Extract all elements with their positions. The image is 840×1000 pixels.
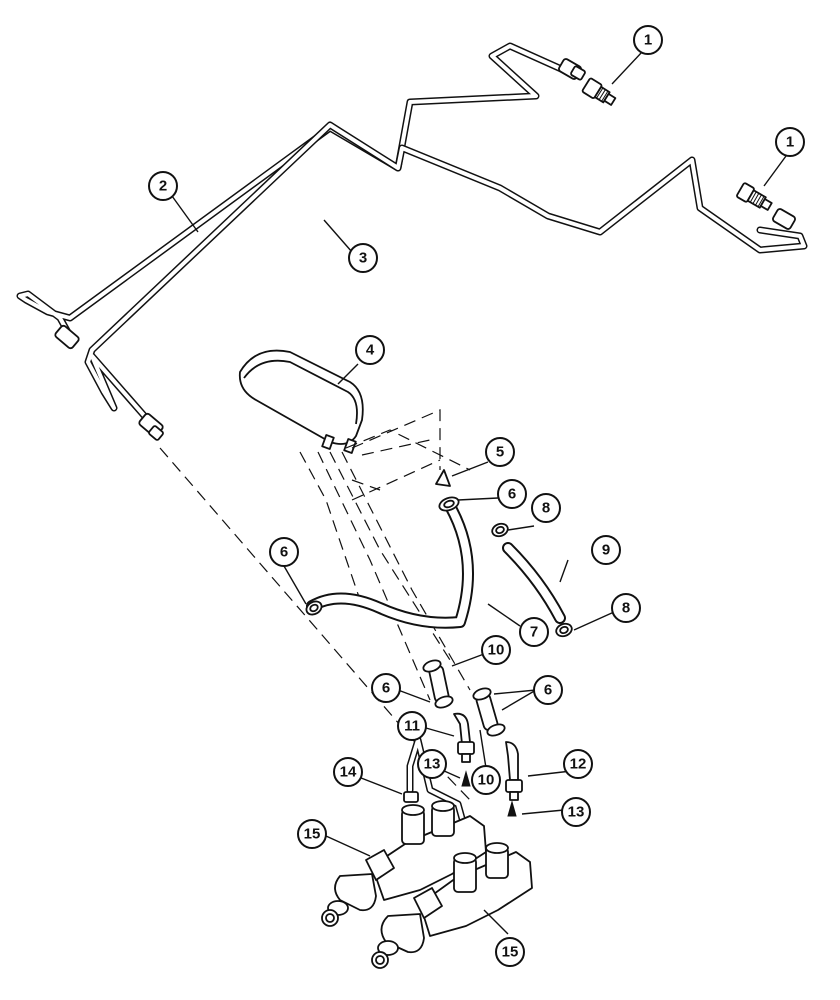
master-cylinder-upper <box>321 800 487 927</box>
svg-text:15: 15 <box>502 944 519 961</box>
brake-pipe-2 <box>16 42 572 340</box>
callout-13-left: 13 <box>417 749 447 779</box>
callout-3: 3 <box>348 243 378 273</box>
callout-7: 7 <box>519 617 549 647</box>
hose-clip-6-left <box>305 600 323 616</box>
svg-text:10: 10 <box>478 772 495 789</box>
callout-6-mid: 6 <box>371 673 401 703</box>
callout-2: 2 <box>148 171 178 201</box>
svg-text:7: 7 <box>530 624 538 641</box>
fluid-feed-hose-7 <box>306 500 474 629</box>
svg-text:12: 12 <box>570 756 587 773</box>
leader-lines <box>171 51 787 935</box>
hose-union-11 <box>453 712 475 763</box>
callout-9: 9 <box>591 535 621 565</box>
svg-text:6: 6 <box>280 544 288 561</box>
seal-13-left <box>461 770 471 787</box>
svg-text:1: 1 <box>644 32 652 49</box>
callout-1-upper: 1 <box>633 25 663 55</box>
callout-11: 11 <box>397 711 427 741</box>
svg-text:3: 3 <box>359 250 367 267</box>
pipe-nut-left-upper <box>54 324 80 350</box>
svg-text:9: 9 <box>602 542 610 559</box>
seal-13-right <box>507 800 517 817</box>
callout-15-upper: 15 <box>297 819 327 849</box>
brake-adapter-upper <box>581 77 617 106</box>
callout-4: 4 <box>355 335 385 365</box>
svg-text:1: 1 <box>786 134 794 151</box>
svg-text:13: 13 <box>424 756 441 773</box>
hose-clip-8-lower <box>555 622 573 638</box>
callout-6-upper: 6 <box>497 479 527 509</box>
callout-6-left: 6 <box>269 537 299 567</box>
pipe-nut-rear-upper <box>558 58 586 81</box>
callout-1-lower: 1 <box>775 127 805 157</box>
svg-text:10: 10 <box>488 642 505 659</box>
brake-pipe-3 <box>84 121 808 424</box>
svg-text:2: 2 <box>159 178 167 195</box>
pipe-nut-rear-lower <box>772 208 796 230</box>
callout-8-upper: 8 <box>531 493 561 523</box>
callout-10-upper: 10 <box>481 635 511 665</box>
callout-14: 14 <box>333 757 363 787</box>
callout-10-lower: 10 <box>471 765 501 795</box>
pipe-nut-left-lower <box>138 412 164 441</box>
hose-union-12 <box>505 741 523 801</box>
svg-text:14: 14 <box>340 764 357 781</box>
svg-text:6: 6 <box>382 680 390 697</box>
svg-text:4: 4 <box>366 342 375 359</box>
svg-text:5: 5 <box>496 444 504 461</box>
callout-12: 12 <box>563 749 593 779</box>
svg-text:6: 6 <box>508 486 516 503</box>
callout-6-right: 6 <box>533 675 563 705</box>
svg-text:13: 13 <box>568 804 585 821</box>
svg-text:15: 15 <box>304 826 321 843</box>
callout-8-lower: 8 <box>611 593 641 623</box>
brake-adapter-lower <box>736 182 773 211</box>
callout-15-lower: 15 <box>495 937 525 967</box>
svg-text:6: 6 <box>544 682 552 699</box>
svg-text:8: 8 <box>622 600 630 617</box>
bleed-nipple-5 <box>435 469 451 487</box>
short-hose-10-right <box>472 687 506 737</box>
callout-13-right: 13 <box>561 797 591 827</box>
svg-text:8: 8 <box>542 500 550 517</box>
hose-clip-8-upper <box>491 522 509 538</box>
brake-fluid-reservoir <box>238 349 364 454</box>
callout-5: 5 <box>485 437 515 467</box>
svg-text:11: 11 <box>404 718 420 735</box>
master-cylinder-lower <box>371 842 533 969</box>
hose-9 <box>502 542 566 624</box>
short-hose-10-left <box>422 659 454 709</box>
